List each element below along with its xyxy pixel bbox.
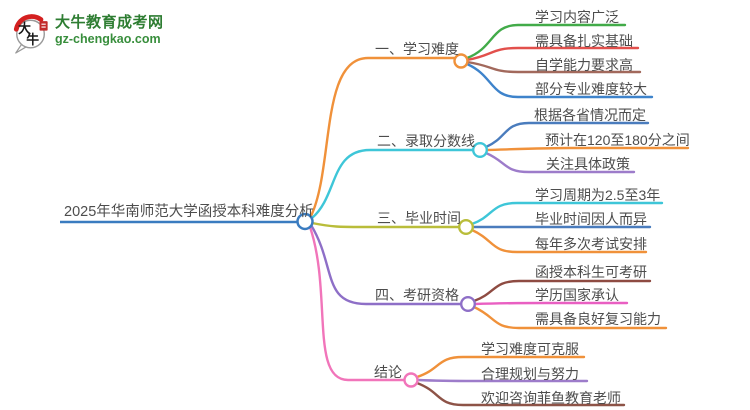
- branch-3-child-1-line: [470, 201, 664, 226]
- central-node[interactable]: [296, 212, 314, 231]
- branch-2-child-2-line: [485, 146, 690, 152]
- branch-5-child-3-label[interactable]: 欢迎咨询菲鱼教育老师: [481, 390, 621, 406]
- brand-site-url: gz-chengkao.com: [55, 32, 161, 46]
- brand-site-name: 大牛教育成考网: [55, 14, 164, 31]
- logo-red-arc: [13, 14, 44, 32]
- branch-3-child-3-label[interactable]: 每年多次考试安排: [535, 236, 647, 252]
- branch-3-child-2-label[interactable]: 毕业时间因人而异: [535, 211, 647, 227]
- branch-2-child-1-line: [484, 121, 650, 149]
- logo-char-da: 大: [18, 21, 31, 37]
- branch-5-child-2-label[interactable]: 合理规划与努力: [481, 366, 579, 382]
- branch-2-connector: [310, 148, 475, 220]
- branch-1-child-3-label[interactable]: 自学能力要求高: [535, 57, 633, 73]
- branch-1-label[interactable]: 一、学习难度: [375, 41, 459, 57]
- branch-1-child-4-label[interactable]: 部分专业难度较大: [535, 81, 647, 97]
- branch-3-connector: [310, 221, 461, 229]
- site-logo: 大 牛 大牛教育成考网 gz-chengkao.com: [12, 14, 164, 54]
- branch-1-child-3-line: [465, 60, 642, 74]
- branch-1-child-4-line: [465, 62, 654, 99]
- branch-2-child-3-line: [484, 151, 636, 174]
- branch-4-child-3-line: [472, 305, 668, 330]
- branch-1-node[interactable]: [453, 53, 469, 69]
- branch-2-node[interactable]: [472, 141, 489, 158]
- branch-4-child-2-line: [473, 301, 629, 306]
- branch-2-child-1-label[interactable]: 根据各省情况而定: [534, 107, 646, 123]
- branch-5-child-1-line: [415, 355, 586, 379]
- logo-bubble: [16, 19, 46, 49]
- logo-seal-mark: [41, 23, 46, 25]
- branch-3-child-3-line: [470, 228, 648, 254]
- logo-char-niu: 牛: [26, 32, 39, 48]
- branch-2-child-2-label[interactable]: 预计在120至180分之间: [545, 132, 690, 148]
- branch-4-child-1-label[interactable]: 函授本科生可考研: [535, 264, 647, 280]
- branch-4-child-1-line: [472, 279, 652, 303]
- branch-4-label[interactable]: 四、考研资格: [375, 287, 459, 303]
- logo-seal: [39, 21, 48, 31]
- central-topic-label[interactable]: 2025年华南师范大学函授本科难度分析: [64, 204, 314, 220]
- branch-4-child-2-label[interactable]: 学历国家承认: [535, 287, 619, 303]
- branch-1-child-1-line: [465, 23, 627, 60]
- branch-5-connector: [308, 225, 406, 382]
- branch-5-node[interactable]: [403, 372, 419, 388]
- branch-1-child-1-label[interactable]: 学习内容广泛: [535, 9, 619, 25]
- branch-1-child-2-label[interactable]: 需具备扎实基础: [535, 33, 633, 49]
- branch-5-label[interactable]: 结论: [374, 364, 402, 380]
- branch-3-label[interactable]: 三、毕业时间: [377, 210, 461, 226]
- branch-4-node[interactable]: [460, 296, 477, 313]
- branch-4-connector: [309, 223, 463, 306]
- logo-speech-bubble-icon: 大 牛: [13, 14, 48, 54]
- branch-2-label[interactable]: 二、录取分数线: [377, 133, 475, 149]
- branch-3-child-1-label[interactable]: 学习周期为2.5至3年: [535, 187, 661, 203]
- branch-3-node[interactable]: [458, 218, 475, 235]
- branch-4-child-3-label[interactable]: 需具备良好复习能力: [535, 311, 661, 327]
- branch-5-child-1-label[interactable]: 学习难度可克服: [481, 341, 579, 357]
- branch-1-child-2-line: [465, 46, 640, 62]
- branch-5-child-2-line: [416, 378, 589, 383]
- branch-5-child-3-line: [415, 381, 626, 407]
- branch-1-connector: [309, 56, 456, 218]
- branch-2-child-3-label[interactable]: 关注具体政策: [546, 156, 630, 172]
- logo-seal-mark: [41, 26, 46, 28]
